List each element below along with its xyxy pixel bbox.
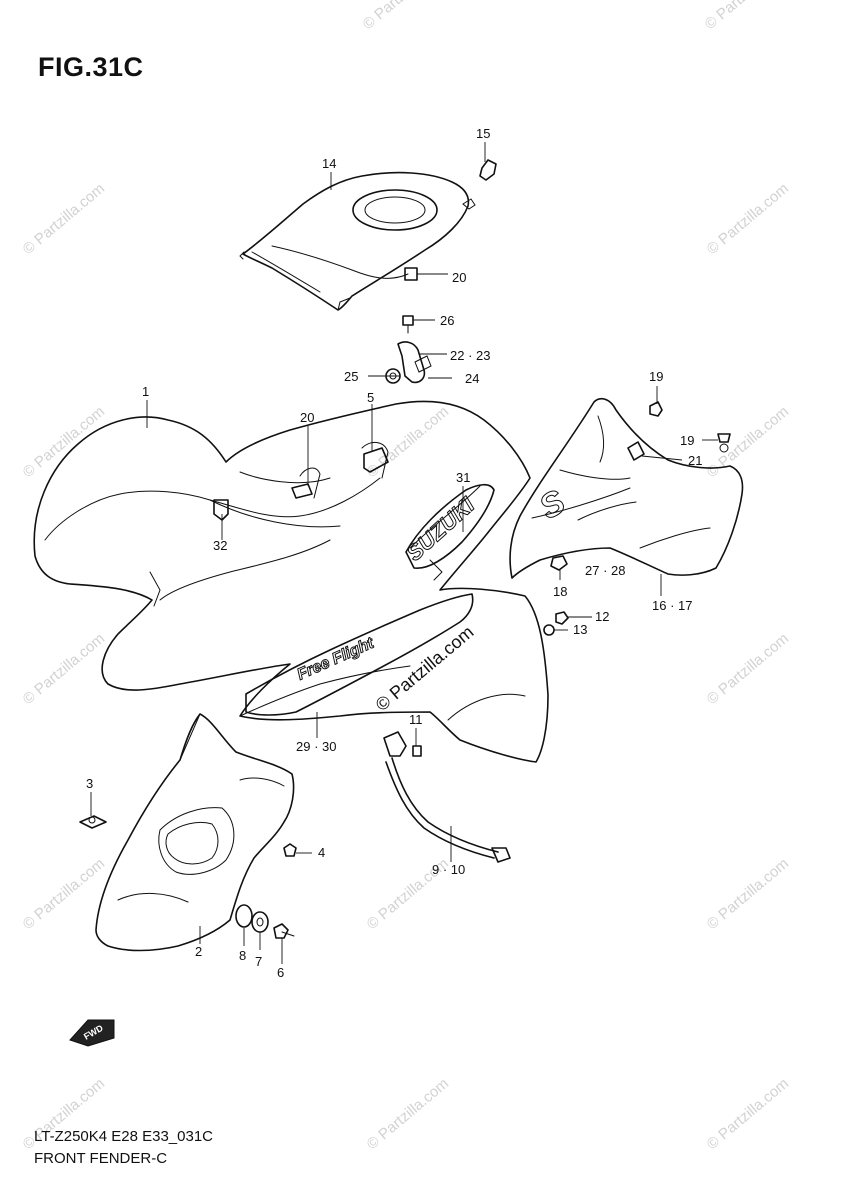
callout-20-a: 20 — [452, 270, 466, 285]
callout-16-17: 16 · 17 — [652, 598, 692, 613]
callout-5: 5 — [367, 390, 374, 405]
callout-11: 11 — [409, 712, 423, 727]
figure-name: FRONT FENDER-C — [34, 1150, 168, 1167]
part-5-bracket — [363, 447, 389, 473]
forward-arrow-icon: FWD — [69, 1019, 115, 1047]
part-20-cushion — [291, 483, 313, 499]
callout-18: 18 — [553, 584, 567, 599]
callout-24: 24 — [465, 371, 479, 386]
callout-20-b: 20 — [300, 410, 314, 425]
callout-29-30: 29 · 30 — [296, 739, 336, 754]
part-19-pin-b — [717, 433, 731, 453]
part-13-washer — [543, 624, 555, 636]
part-21-plate — [627, 441, 645, 461]
watermark: © Partzilla.com — [704, 1075, 792, 1153]
watermark: © Partzilla.com — [702, 0, 790, 33]
callout-19-b: 19 — [680, 433, 694, 448]
callout-14: 14 — [322, 156, 336, 171]
watermark: © Partzilla.com — [704, 855, 792, 933]
part-4-rivet — [283, 843, 297, 857]
watermark: © Partzilla.com — [360, 0, 448, 33]
watermark: © Partzilla.com — [20, 403, 108, 481]
svg-text:S: S — [533, 483, 572, 527]
figure-code: LT-Z250K4 E28 E33_031C — [34, 1128, 214, 1145]
leader-lines — [90, 142, 718, 964]
callout-labels: 1 2 3 4 5 6 7 8 9 · 10 11 12 13 14 15 16… — [86, 126, 702, 980]
part-2-inner-fender — [95, 713, 295, 952]
part-31-brand-decal: SUZUKI — [401, 483, 495, 581]
watermark: © Partzilla.com — [704, 403, 792, 481]
callout-32: 32 — [213, 538, 227, 553]
callout-2: 2 — [195, 944, 202, 959]
part-12-bolt — [555, 611, 569, 625]
part-6-bolt — [273, 923, 295, 939]
callout-4: 4 — [318, 845, 325, 860]
watermark: © Partzilla.com — [20, 855, 108, 933]
part-16-side-cover: S — [509, 397, 744, 579]
callout-27-28: 27 · 28 — [585, 563, 625, 578]
callout-31: 31 — [456, 470, 470, 485]
part-22-bracket — [397, 341, 432, 384]
callout-22-23: 22 · 23 — [450, 348, 490, 363]
figure-title: FIG.31C — [38, 52, 144, 82]
part-14-cover — [239, 171, 470, 311]
watermark: © Partzilla.com — [20, 180, 108, 258]
callout-21: 21 — [688, 453, 702, 468]
watermark: © Partzilla.com — [704, 180, 792, 258]
part-7-washer — [251, 911, 269, 933]
callout-25: 25 — [344, 369, 358, 384]
callout-13: 13 — [573, 622, 587, 637]
watermark-center: © Partzilla.com — [372, 622, 478, 715]
part-26-bolt — [402, 315, 414, 334]
callout-3: 3 — [86, 776, 93, 791]
part-8-grommet — [235, 904, 253, 928]
callout-7: 7 — [255, 954, 262, 969]
watermark: © Partzilla.com — [364, 1075, 452, 1153]
callout-19-a: 19 — [649, 369, 663, 384]
callout-15: 15 — [476, 126, 490, 141]
part-19-pin-a — [649, 401, 663, 417]
callout-8: 8 — [239, 948, 246, 963]
callout-1: 1 — [142, 384, 149, 399]
watermark: © Partzilla.com — [20, 630, 108, 708]
callout-6: 6 — [277, 965, 284, 980]
part-32-clip — [213, 499, 229, 521]
brand-decal-text: SUZUKI — [402, 492, 480, 566]
part-3-clip — [79, 815, 107, 829]
callout-26: 26 — [440, 313, 454, 328]
part-18-bolt — [550, 555, 568, 571]
part-15-clip — [462, 159, 497, 210]
watermark: © Partzilla.com — [704, 630, 792, 708]
callout-12: 12 — [595, 609, 609, 624]
part-11-bolt — [412, 745, 422, 757]
callout-9-10: 9 · 10 — [432, 862, 465, 877]
part-1-front-fender — [33, 400, 549, 763]
part-9-stay — [383, 731, 511, 863]
